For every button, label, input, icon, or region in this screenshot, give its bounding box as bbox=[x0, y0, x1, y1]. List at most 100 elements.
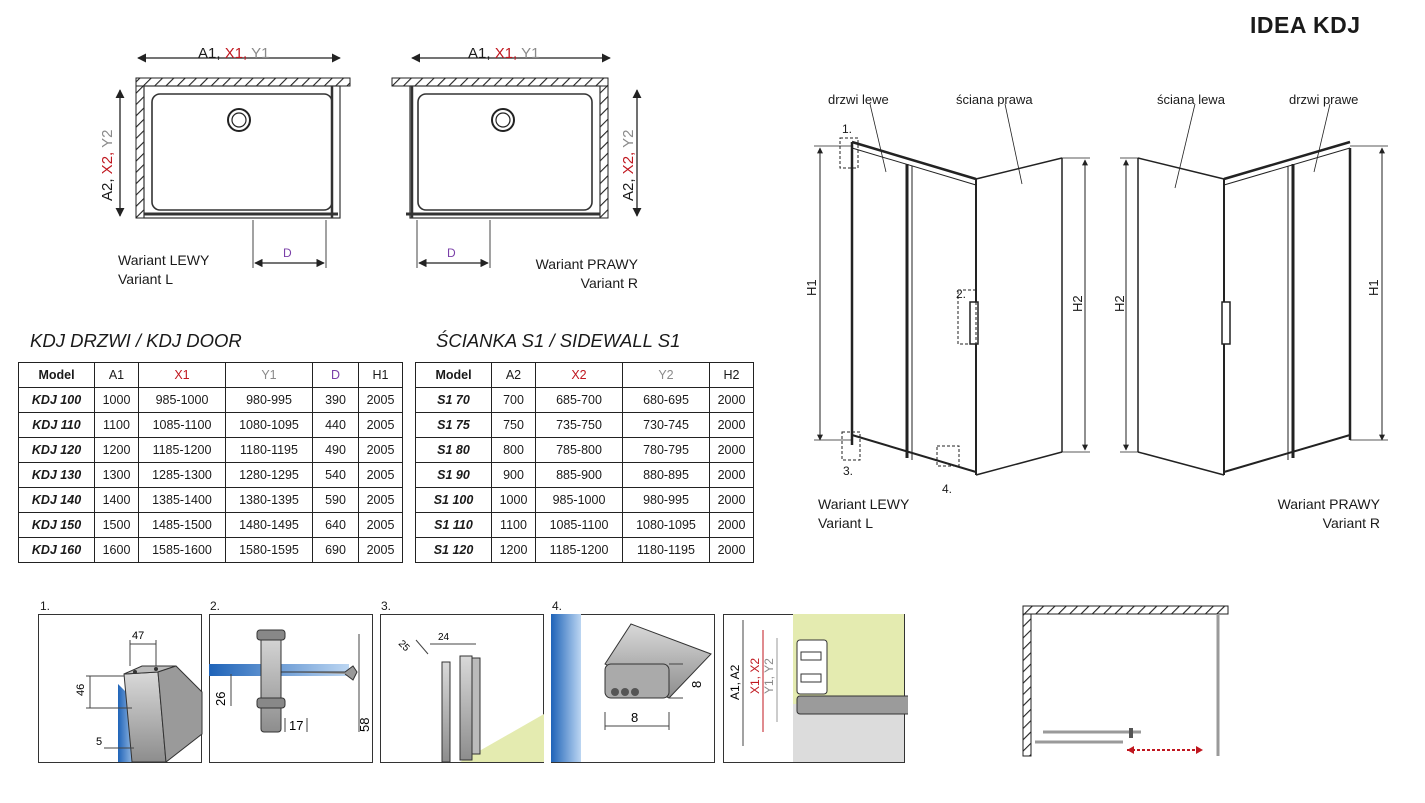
detail-1-label: 1. bbox=[40, 599, 51, 613]
value-cell: 1300 bbox=[94, 462, 139, 488]
d1-gap: 5 bbox=[96, 736, 102, 748]
value-cell: 885-900 bbox=[535, 462, 623, 488]
shower-tray bbox=[143, 85, 341, 219]
value-cell: 985-1000 bbox=[535, 487, 623, 513]
iso-views bbox=[814, 103, 1388, 476]
d3-b: 24 bbox=[438, 632, 450, 643]
iso-left-h1-label: H1 bbox=[804, 279, 819, 296]
value-cell: 2000 bbox=[709, 387, 754, 413]
value-cell: 1480-1495 bbox=[225, 512, 313, 538]
value-cell: 1185-1200 bbox=[535, 537, 623, 563]
plan-left-depth-label: A2, X2, Y2 bbox=[99, 129, 116, 201]
door-table-title: KDJ DRZWI / KDJ DOOR bbox=[30, 330, 242, 351]
value-cell: 730-745 bbox=[622, 412, 710, 438]
plan-left bbox=[115, 53, 351, 268]
d4-b: 8 bbox=[631, 710, 638, 725]
value-cell: 2005 bbox=[358, 462, 403, 488]
marker-4: 4. bbox=[942, 482, 953, 496]
value-cell: 1200 bbox=[491, 537, 536, 563]
value-cell: 1400 bbox=[94, 487, 139, 513]
model-cell: S1 80 bbox=[415, 437, 492, 463]
value-cell: 1100 bbox=[491, 512, 536, 538]
value-cell: 1000 bbox=[94, 387, 139, 413]
value-cell: 490 bbox=[312, 437, 359, 463]
model-cell: KDJ 140 bbox=[18, 487, 95, 513]
plan-left-d-label: D bbox=[283, 246, 292, 260]
value-cell: 1500 bbox=[94, 512, 139, 538]
value-cell: 1200 bbox=[94, 437, 139, 463]
col-header: Y1 bbox=[225, 362, 313, 388]
value-cell: 690 bbox=[312, 537, 359, 563]
value-cell: 1080-1095 bbox=[225, 412, 313, 438]
value-cell: 680-695 bbox=[622, 387, 710, 413]
model-cell: KDJ 150 bbox=[18, 512, 95, 538]
plan-right bbox=[391, 53, 642, 268]
d1-width: 47 bbox=[132, 630, 144, 642]
d4-a: 8 bbox=[689, 681, 704, 688]
value-cell: 1585-1600 bbox=[138, 537, 226, 563]
plan-views bbox=[115, 53, 642, 268]
value-cell: 2005 bbox=[358, 512, 403, 538]
value-cell: 2000 bbox=[709, 487, 754, 513]
value-cell: 980-995 bbox=[225, 387, 313, 413]
model-cell: KDJ 130 bbox=[18, 462, 95, 488]
detail-3: 24 25 bbox=[380, 614, 544, 763]
model-cell: S1 100 bbox=[415, 487, 492, 513]
value-cell: 985-1000 bbox=[138, 387, 226, 413]
col-header: D bbox=[312, 362, 359, 388]
model-cell: KDJ 100 bbox=[18, 387, 95, 413]
value-cell: 880-895 bbox=[622, 462, 710, 488]
value-cell: 1280-1295 bbox=[225, 462, 313, 488]
col-header: X2 bbox=[535, 362, 623, 388]
iso-right-wall-label: ściana prawa bbox=[956, 92, 1033, 107]
col-header: Model bbox=[18, 362, 95, 388]
wall-table-title: ŚCIANKA S1 / SIDEWALL S1 bbox=[436, 330, 681, 351]
sliding-diagram bbox=[1022, 605, 1229, 757]
d2-c: 58 bbox=[357, 718, 372, 732]
value-cell: 735-750 bbox=[535, 412, 623, 438]
detail-2-label: 2. bbox=[210, 599, 221, 613]
model-cell: S1 110 bbox=[415, 512, 492, 538]
value-cell: 1380-1395 bbox=[225, 487, 313, 513]
value-cell: 1180-1195 bbox=[622, 537, 710, 563]
value-cell: 1180-1195 bbox=[225, 437, 313, 463]
value-cell: 1100 bbox=[94, 412, 139, 438]
d5-a: A1, A2 bbox=[728, 664, 742, 700]
value-cell: 785-800 bbox=[535, 437, 623, 463]
drain-icon bbox=[227, 108, 251, 132]
value-cell: 2000 bbox=[709, 437, 754, 463]
value-cell: 1385-1400 bbox=[138, 487, 226, 513]
door-table-header: Model A1 X1 Y1 D H1 bbox=[18, 362, 403, 388]
value-cell: 640 bbox=[312, 512, 359, 538]
detail-2: 26 17 58 bbox=[209, 614, 373, 763]
value-cell: 540 bbox=[312, 462, 359, 488]
col-header: Model bbox=[415, 362, 492, 388]
value-cell: 2005 bbox=[358, 487, 403, 513]
col-header: A2 bbox=[491, 362, 536, 388]
d2-a: 26 bbox=[213, 692, 228, 706]
value-cell: 390 bbox=[312, 387, 359, 413]
iso-left-h2-label: H2 bbox=[1070, 295, 1085, 312]
col-header: H1 bbox=[358, 362, 403, 388]
iso-right bbox=[1120, 103, 1388, 476]
value-cell: 1080-1095 bbox=[622, 512, 710, 538]
d1-height: 46 bbox=[75, 684, 87, 696]
plan-right-depth-label: A2, X2, Y2 bbox=[620, 129, 637, 201]
value-cell: 440 bbox=[312, 412, 359, 438]
marker-2: 2. bbox=[956, 287, 967, 301]
